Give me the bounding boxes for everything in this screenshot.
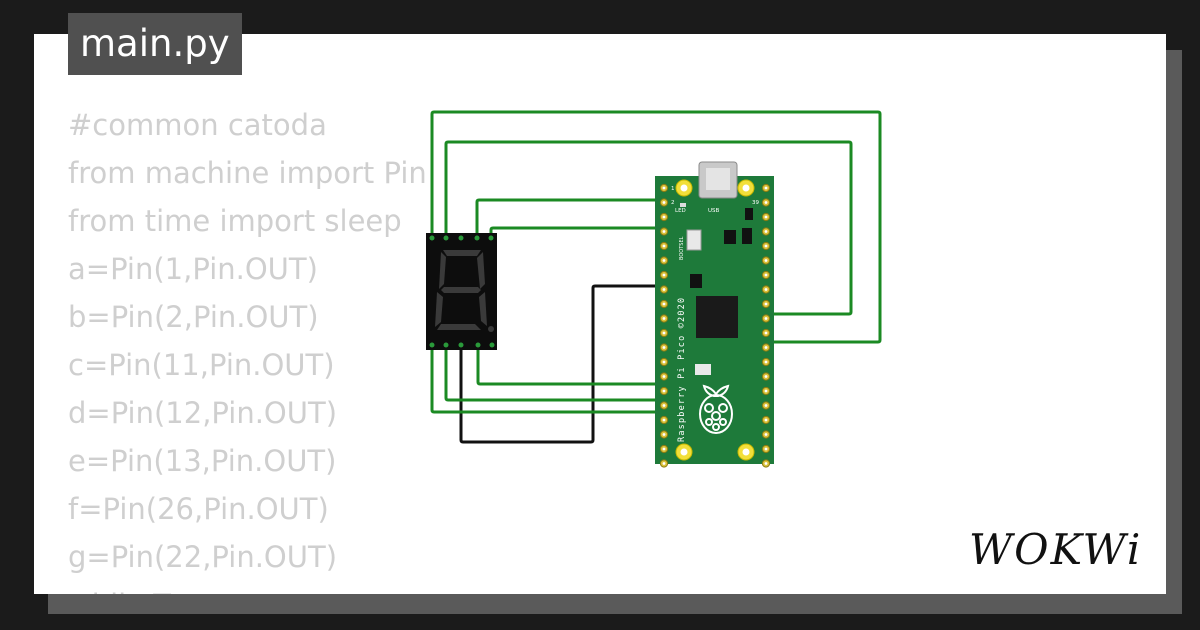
segment-f <box>439 252 446 289</box>
segment-c <box>479 292 487 326</box>
pin-hole <box>662 447 666 451</box>
wire-segment-d <box>430 345 666 414</box>
pin-hole <box>764 259 768 262</box>
pin2-label: 2 <box>671 200 675 206</box>
code-line: f=Pin(26,Pin.OUT) <box>68 492 329 526</box>
file-tab[interactable]: main.py <box>68 13 242 75</box>
pin-hole <box>764 404 768 407</box>
segment-b <box>477 252 485 289</box>
pin-hole <box>662 360 666 364</box>
bootsel-label: BOOTSEL <box>679 236 685 260</box>
wokwi-logo: WOKWi <box>969 525 1142 574</box>
wire-segment-e <box>444 345 666 402</box>
segment-e <box>435 292 443 327</box>
pin-hole <box>764 462 768 465</box>
pin-hole <box>764 215 768 219</box>
pin-hole <box>662 317 666 320</box>
pin-hole <box>662 331 666 335</box>
pin-hole <box>662 389 666 393</box>
pin-hole <box>662 302 666 306</box>
pin1-label: 1 <box>671 186 675 192</box>
pin-hole <box>662 418 666 422</box>
code-line: c=Pin(11,Pin.OUT) <box>68 348 335 382</box>
code-line: g=Pin(22,Pin.OUT) <box>68 540 338 574</box>
usb-label: USB <box>708 208 720 214</box>
code-line: e=Pin(13,Pin.OUT) <box>68 444 337 478</box>
code-line: from time import sleep <box>68 204 402 238</box>
bootsel-button[interactable] <box>686 229 702 251</box>
pin-hole <box>662 404 666 407</box>
pin-hole <box>764 201 768 204</box>
preview-card: #common catoda from machine import Pin fro… <box>34 34 1166 594</box>
wire-ground <box>459 284 666 444</box>
wire-segment-c <box>476 345 666 386</box>
pin-hole <box>662 462 666 465</box>
raspberry-pi-logo-icon <box>699 384 733 434</box>
segment-a <box>443 250 481 256</box>
wire-segment-g <box>444 140 853 316</box>
pin-hole <box>764 375 768 378</box>
circuit-diagram: Raspberry Pi Pico ©2020 BOOTSEL LED USB … <box>426 110 882 468</box>
wire-segment-a <box>475 198 666 237</box>
pin-hole <box>764 433 768 436</box>
raspberry-pi-pico-board[interactable]: Raspberry Pi Pico ©2020 BOOTSEL LED USB … <box>655 161 774 468</box>
pin-hole <box>764 230 768 233</box>
pin-hole <box>662 433 666 436</box>
segment-g <box>441 287 481 293</box>
led-label: LED <box>675 208 686 214</box>
pin-hole <box>764 317 768 320</box>
code-preview: #common catoda from machine import Pin fro… <box>68 104 427 594</box>
pin-hole <box>764 331 768 335</box>
pin-hole <box>764 346 768 349</box>
wokwi-logo-text: WOKWi <box>969 525 1142 574</box>
pin-hole <box>662 244 666 248</box>
code-line: d=Pin(12,Pin.OUT) <box>68 396 338 430</box>
wire-segment-f <box>430 110 882 344</box>
pin-hole <box>662 230 666 233</box>
pin-hole <box>764 244 768 248</box>
wire-segment-b <box>489 226 666 237</box>
segment-dp <box>488 326 494 332</box>
pin-hole <box>764 389 768 393</box>
pin-hole <box>662 186 666 190</box>
segment-d <box>437 324 481 330</box>
pin39-label: 39 <box>752 200 759 206</box>
pin-hole <box>764 186 768 190</box>
seven-segment-display[interactable] <box>426 233 497 350</box>
pin-hole <box>764 360 768 364</box>
code-line: a=Pin(1,Pin.OUT) <box>68 252 318 286</box>
code-line: while True: <box>68 584 427 594</box>
board-silk-label: Raspberry Pi Pico ©2020 <box>677 297 687 442</box>
pin-hole <box>662 273 666 277</box>
pin-hole <box>662 215 666 219</box>
pin-hole <box>764 447 768 451</box>
pin-hole <box>764 418 768 422</box>
code-line: b=Pin(2,Pin.OUT) <box>68 300 319 334</box>
pin-hole <box>662 346 666 349</box>
pin-hole <box>662 201 666 204</box>
pin-hole <box>764 302 768 306</box>
pin-hole <box>764 288 768 291</box>
code-line: #common catoda <box>68 108 327 142</box>
pin-hole <box>764 273 768 277</box>
onboard-led <box>680 203 686 207</box>
rp2040-chip <box>696 296 738 338</box>
pin-hole <box>662 288 666 291</box>
pin-hole <box>662 375 666 378</box>
code-line: from machine import Pin <box>68 156 427 190</box>
pin-hole <box>662 259 666 262</box>
